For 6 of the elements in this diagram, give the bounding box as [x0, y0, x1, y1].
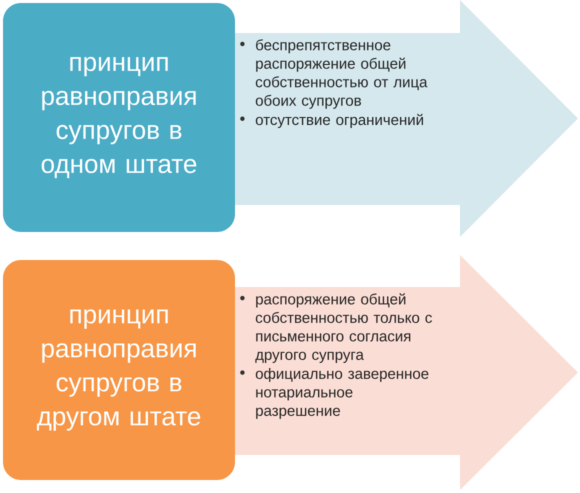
bullet-text: отсутствие ограничений [256, 114, 423, 128]
title-box: принцип равноправия супругов в одном штате [3, 3, 235, 232]
bullet-text: официально заверенное нотариальное разрешение [256, 368, 428, 419]
title-box: принцип равноправия супругов в другом штате [3, 260, 235, 480]
arrow-shape [235, 255, 578, 490]
arrow-shape [235, 0, 578, 237]
